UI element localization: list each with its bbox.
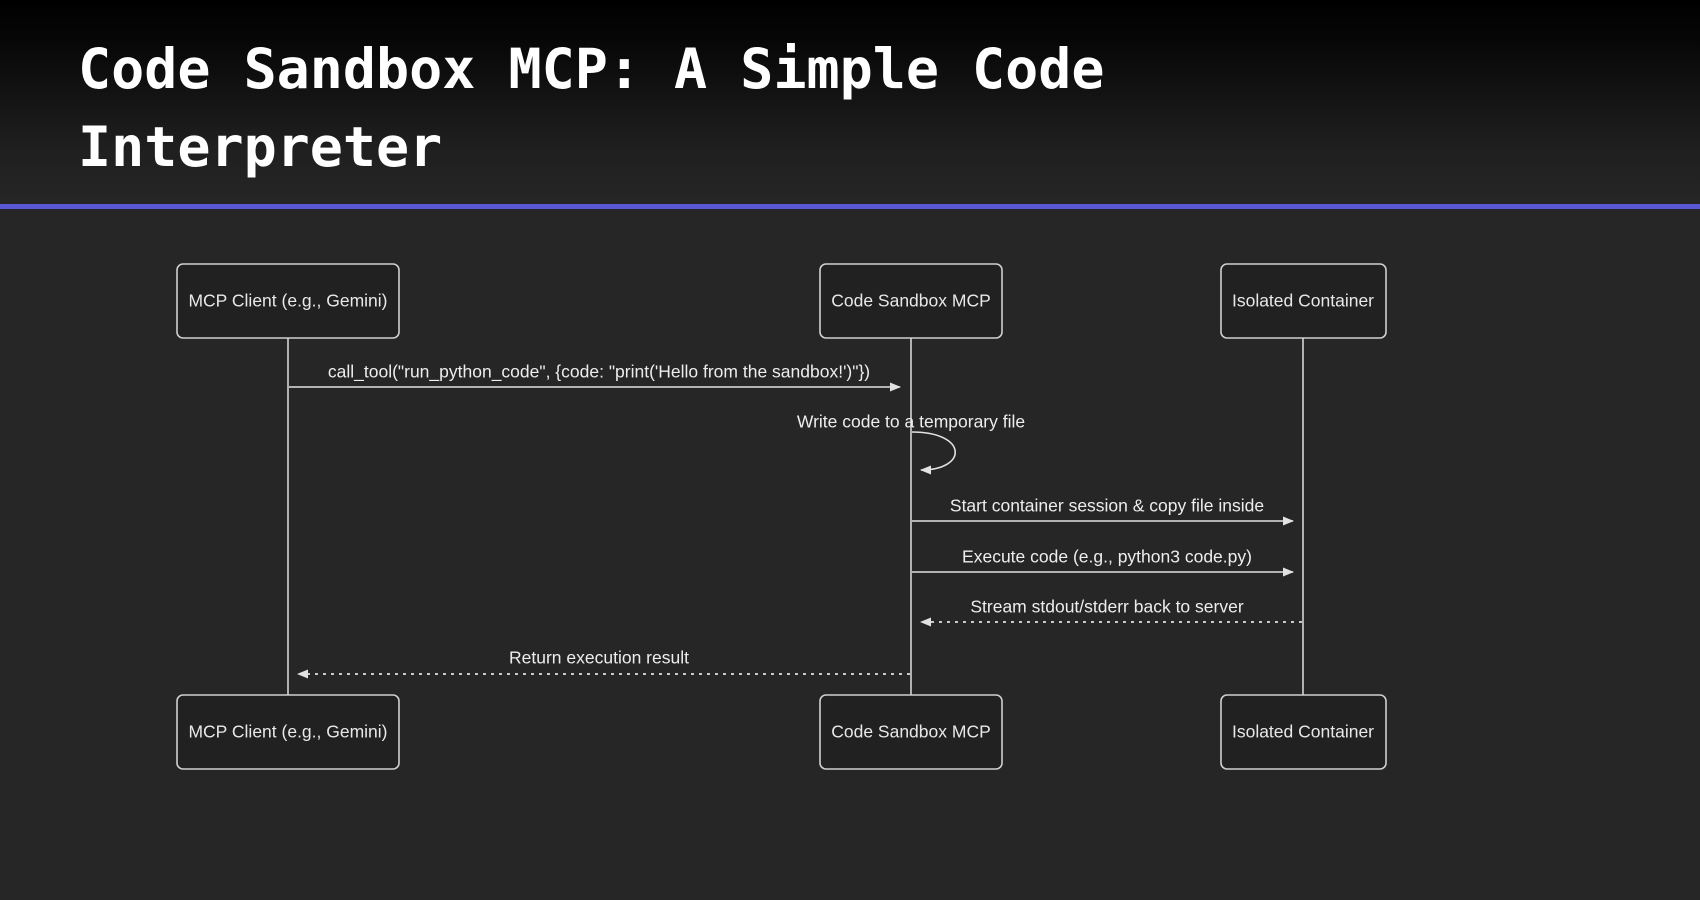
message-1-call-tool: call_tool("run_python_code", {code: "pri… — [289, 362, 901, 392]
participant-label: Isolated Container — [1232, 291, 1374, 311]
participant-label: Isolated Container — [1232, 722, 1374, 742]
message-label: call_tool("run_python_code", {code: "pri… — [328, 362, 870, 383]
message-6-return-result: Return execution result — [297, 648, 910, 679]
message-label: Return execution result — [509, 648, 689, 668]
message-self-loop-arrow — [911, 431, 956, 475]
participant-label: MCP Client (e.g., Gemini) — [188, 291, 387, 311]
participant-label: Code Sandbox MCP — [831, 291, 991, 311]
participant-label: Code Sandbox MCP — [831, 722, 991, 742]
participant-bottom-client[interactable]: MCP Client (e.g., Gemini) — [176, 694, 400, 770]
message-4-execute-code: Execute code (e.g., python3 code.py) — [912, 547, 1294, 577]
message-5-stream-output: Stream stdout/stderr back to server — [920, 597, 1302, 627]
message-2-write-temp-file: Write code to a temporary file — [797, 412, 1025, 475]
message-label: Write code to a temporary file — [797, 412, 1025, 432]
participant-box — [819, 263, 1003, 339]
participant-label: MCP Client (e.g., Gemini) — [188, 722, 387, 742]
page-title: Code Sandbox MCP: A Simple Code Interpre… — [78, 37, 1105, 179]
message-label: Execute code (e.g., python3 code.py) — [962, 547, 1252, 567]
header-divider-rule — [0, 204, 1700, 209]
participant-top-container[interactable]: Isolated Container — [1220, 263, 1387, 339]
sequence-diagram: MCP Client (e.g., Gemini) Code Sandbox M… — [0, 206, 1700, 900]
participant-bottom-container[interactable]: Isolated Container — [1220, 694, 1387, 770]
participant-top-server[interactable]: Code Sandbox MCP — [819, 263, 1003, 339]
participant-box — [1220, 263, 1387, 339]
participant-top-client[interactable]: MCP Client (e.g., Gemini) — [176, 263, 400, 339]
message-label: Start container session & copy file insi… — [950, 496, 1264, 516]
participant-bottom-server[interactable]: Code Sandbox MCP — [819, 694, 1003, 770]
participant-box — [1220, 694, 1387, 770]
page-header: Code Sandbox MCP: A Simple Code Interpre… — [0, 0, 1700, 206]
message-label: Stream stdout/stderr back to server — [970, 597, 1243, 617]
participant-box — [819, 694, 1003, 770]
participant-box — [176, 263, 400, 339]
participant-box — [176, 694, 400, 770]
message-3-start-container: Start container session & copy file insi… — [912, 496, 1294, 526]
